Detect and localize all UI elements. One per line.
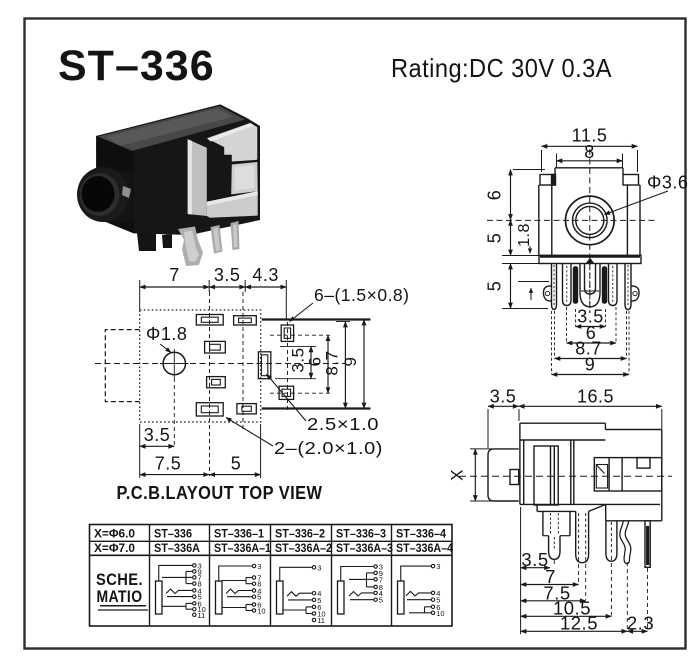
svg-text:6: 6 [586,323,597,343]
svg-text:8: 8 [257,580,261,589]
svg-text:ST–336: ST–336 [154,526,192,540]
svg-text:5: 5 [198,593,202,602]
svg-text:X=Φ6.0: X=Φ6.0 [94,526,135,540]
svg-text:10: 10 [198,605,206,614]
svg-text:5: 5 [257,593,261,602]
svg-text:2.5×1.0: 2.5×1.0 [307,414,379,434]
svg-text:4: 4 [317,589,321,598]
svg-text:8: 8 [379,583,383,592]
svg-text:SCHE.: SCHE. [96,570,143,589]
svg-text:7: 7 [198,573,202,582]
svg-text:5: 5 [317,596,321,605]
svg-text:4.3: 4.3 [252,265,279,285]
svg-text:11: 11 [198,611,206,620]
svg-text:3: 3 [436,562,440,571]
svg-text:3: 3 [379,563,383,572]
svg-text:ST–336–2: ST–336–2 [275,526,325,540]
svg-text:3.5: 3.5 [521,549,548,570]
svg-text:11: 11 [317,616,325,625]
svg-text:2.3: 2.3 [627,612,654,633]
svg-text:8: 8 [198,580,202,589]
svg-text:ST–336: ST–336 [58,42,215,90]
svg-text:9: 9 [341,357,360,367]
svg-text:4: 4 [436,589,440,598]
svg-text:X: X [448,469,467,481]
svg-text:7: 7 [379,575,383,584]
svg-text:10.5: 10.5 [553,598,591,619]
svg-text:Φ3.6: Φ3.6 [647,173,688,193]
svg-text:3: 3 [317,563,321,572]
svg-text:6: 6 [198,599,202,608]
svg-text:ST–336A–4: ST–336A–4 [396,541,453,555]
svg-text:7: 7 [169,265,180,285]
svg-text:8.7: 8.7 [323,350,342,375]
svg-text:6: 6 [317,603,321,612]
svg-text:6: 6 [257,601,261,610]
svg-text:10: 10 [436,609,444,618]
svg-text:Rating:DC 30V 0.3A: Rating:DC 30V 0.3A [391,53,612,83]
svg-text:12.5: 12.5 [560,612,598,633]
svg-text:3.5: 3.5 [144,425,171,445]
svg-text:8: 8 [584,142,595,162]
svg-text:MATIO: MATIO [97,587,143,606]
svg-text:10: 10 [257,607,265,616]
svg-text:1.8: 1.8 [516,223,533,247]
svg-text:4: 4 [379,589,383,598]
svg-text:Φ1.8: Φ1.8 [146,324,187,344]
svg-text:6: 6 [436,603,440,612]
svg-text:ST–336A–3: ST–336A–3 [336,541,393,555]
svg-text:5: 5 [485,233,505,244]
svg-text:ST–336A–2: ST–336A–2 [275,541,332,555]
svg-text:5: 5 [436,596,440,605]
svg-text:2–(2.0×1.0): 2–(2.0×1.0) [274,438,383,458]
svg-text:9: 9 [379,569,383,578]
svg-text:3.5: 3.5 [289,347,308,372]
svg-text:ST–336A: ST–336A [154,541,200,555]
svg-text:3.5: 3.5 [577,307,604,327]
svg-text:ST–336–4: ST–336–4 [396,526,446,540]
svg-text:4: 4 [257,587,261,596]
svg-text:7: 7 [545,566,556,587]
svg-text:8.7: 8.7 [575,339,602,359]
svg-text:6–(1.5×0.8): 6–(1.5×0.8) [314,285,410,305]
svg-text:5: 5 [485,281,505,292]
svg-text:6: 6 [485,190,505,201]
svg-text:P.C.B.LAYOUT TOP VIEW: P.C.B.LAYOUT TOP VIEW [117,483,323,503]
svg-text:10: 10 [317,610,325,619]
svg-text:11.5: 11.5 [572,126,608,146]
svg-text:3: 3 [257,562,261,571]
svg-text:3.5: 3.5 [490,386,517,406]
svg-text:4: 4 [198,586,202,595]
svg-text:ST–336–3: ST–336–3 [336,526,386,540]
svg-text:7: 7 [257,574,261,583]
svg-text:7.5: 7.5 [155,454,182,474]
svg-text:5: 5 [379,596,383,605]
svg-text:7.5: 7.5 [543,582,570,603]
svg-text:X=Φ7.0: X=Φ7.0 [94,541,135,555]
svg-text:3.5: 3.5 [214,265,241,285]
svg-text:ST–336A–1: ST–336A–1 [214,541,271,555]
svg-text:9: 9 [585,355,596,375]
svg-text:16.5: 16.5 [577,386,614,406]
svg-text:ST–336–1: ST–336–1 [214,526,264,540]
svg-text:5: 5 [231,454,242,474]
svg-text:6: 6 [306,357,325,367]
svg-text:3: 3 [198,561,202,570]
svg-text:9: 9 [198,567,202,576]
